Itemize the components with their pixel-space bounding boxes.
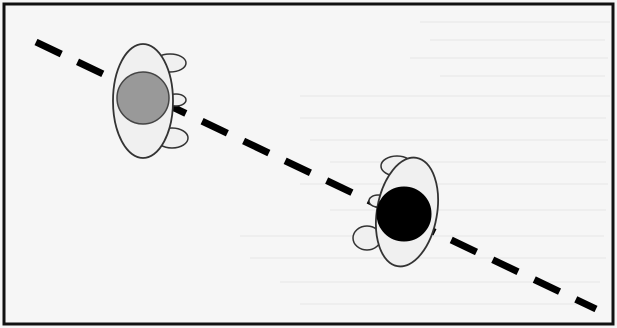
black-circle-marker <box>377 187 431 241</box>
diagram-frame <box>4 4 613 324</box>
gray-marker-figure <box>113 44 188 158</box>
gray-circle-marker <box>117 72 169 124</box>
